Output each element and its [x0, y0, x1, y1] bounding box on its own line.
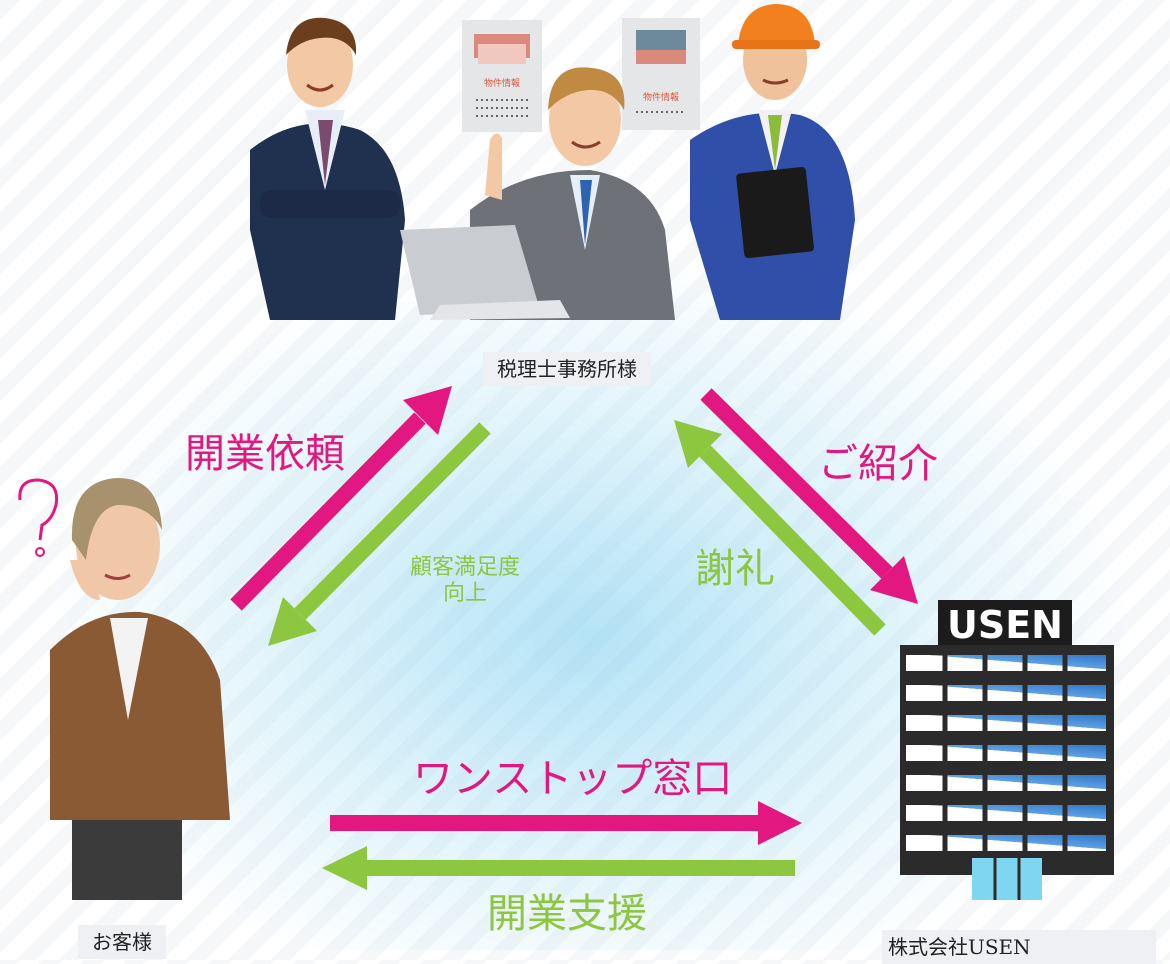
- businessman-center: [400, 67, 675, 320]
- satisfaction-line1: 顧客満足度: [409, 555, 520, 580]
- document-caption-right: 物件情報: [643, 91, 679, 103]
- request-opening-label: 開業依頼: [185, 431, 345, 477]
- arrow-request-opening: [230, 386, 452, 611]
- thanks-label: 謝礼: [695, 546, 775, 592]
- usen-sign: USEN: [947, 603, 1063, 647]
- tax-office-label: 税理士事務所様: [483, 352, 651, 386]
- arrow-satisfaction: [268, 422, 491, 646]
- businessman-left: [250, 17, 405, 320]
- worker-hardhat: [690, 4, 855, 321]
- customer-label: お客様: [78, 925, 166, 959]
- arrow-thanks: [674, 420, 886, 636]
- property-document-right: 物件情報: [622, 18, 700, 130]
- question-mark-icon: [18, 478, 59, 541]
- arrow-one-stop: [330, 801, 802, 845]
- arrow-opening-support: [322, 846, 795, 890]
- document-caption-left: 物件情報: [484, 77, 520, 89]
- arrow-referral: [700, 388, 918, 604]
- usen-company-label: 株式会社USEN: [882, 930, 1156, 964]
- opening-support-label: 開業支援: [487, 891, 647, 937]
- satisfaction-label: 顧客満足度 向上: [385, 555, 545, 607]
- one-stop-label: ワンストップ窓口: [413, 756, 733, 802]
- usen-building: USEN: [900, 600, 1114, 900]
- satisfaction-line2: 向上: [442, 581, 487, 606]
- referral-label: ご紹介: [818, 441, 938, 487]
- property-document-left: 物件情報: [462, 20, 542, 132]
- customer-woman: [18, 478, 230, 900]
